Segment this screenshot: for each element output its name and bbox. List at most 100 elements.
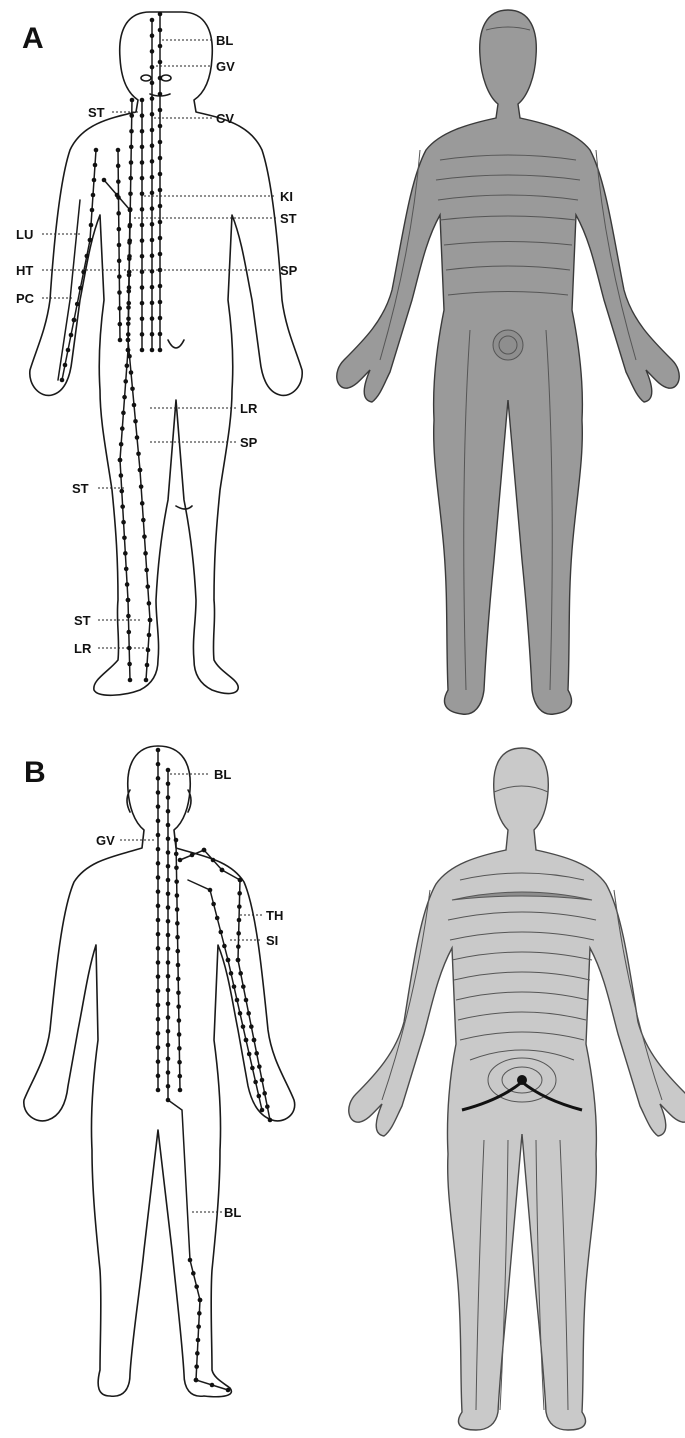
acupoint-dot xyxy=(115,193,120,198)
acupoint-dot xyxy=(226,1388,231,1393)
acupoint-dot xyxy=(158,348,163,353)
acupoint-dot xyxy=(132,403,137,408)
acupoint-dot xyxy=(89,223,94,228)
acupoint-dot xyxy=(166,878,171,883)
acupoint-dot xyxy=(140,129,145,134)
acupoint-dot xyxy=(150,191,155,196)
acupoint-dot xyxy=(128,678,133,683)
acupoint-dot xyxy=(150,33,155,38)
panel-b: B BL GV TH SI BL xyxy=(24,746,685,1430)
panel-b-letter: B xyxy=(24,756,46,789)
acupoint-dot xyxy=(126,289,131,294)
acupoint-dot xyxy=(150,348,155,353)
acupoint-dot xyxy=(140,254,145,259)
acupoint-dot xyxy=(194,1284,199,1289)
acupoint-dot xyxy=(140,160,145,165)
acupoint-dot xyxy=(124,567,129,572)
acupoint-dot xyxy=(94,148,99,153)
acupoint-dot xyxy=(140,348,145,353)
acupoint-dot xyxy=(150,206,155,211)
acupoint-dot xyxy=(237,891,242,896)
acupoint-dot xyxy=(194,1364,199,1369)
acupoint-dot xyxy=(150,175,155,180)
acupoint-dot xyxy=(158,140,163,145)
acupoint-dot xyxy=(166,864,171,869)
acupoint-dot xyxy=(254,1051,259,1056)
acupoint-dot xyxy=(119,489,124,494)
acupoint-dot xyxy=(156,1003,161,1008)
acupoint-dot xyxy=(166,1015,171,1020)
acupoint-dot xyxy=(121,411,126,416)
back-acupoints xyxy=(156,748,273,1393)
label-th: TH xyxy=(266,908,283,923)
acupoint-dot xyxy=(158,44,163,49)
acupoint-dot xyxy=(238,971,243,976)
acupoint-dot xyxy=(176,977,181,982)
acupoint-dot xyxy=(158,252,163,257)
acupoint-dot xyxy=(177,1074,182,1079)
acupoint-dot xyxy=(158,316,163,321)
label-sp-thigh: SP xyxy=(240,435,258,450)
acupoint-dot xyxy=(188,1258,193,1263)
acupoint-dot xyxy=(150,253,155,258)
acupoint-dot xyxy=(140,98,145,103)
label-bl: BL xyxy=(216,33,233,48)
acupoint-dot xyxy=(178,858,183,863)
acupoint-dot xyxy=(156,889,161,894)
acupoint-dot xyxy=(260,1078,265,1083)
acupoint-dot xyxy=(247,1052,252,1057)
acupoint-dot xyxy=(142,534,147,539)
acupoint-dot xyxy=(156,748,161,753)
acupoint-dot xyxy=(156,1017,161,1022)
acupoint-dot xyxy=(145,663,150,668)
acupoint-dot xyxy=(150,128,155,133)
acupoint-dot xyxy=(257,1094,262,1099)
acupoint-dot xyxy=(166,1029,171,1034)
acupoint-dot xyxy=(150,112,155,117)
acupoint-dot xyxy=(166,960,171,965)
back-labels: BL GV TH SI BL xyxy=(96,767,283,1220)
acupoint-dot xyxy=(127,256,132,261)
acupoint-dot xyxy=(166,1084,171,1089)
acupoint-dot xyxy=(175,893,180,898)
acupoint-dot xyxy=(140,207,145,212)
acupoint-dot xyxy=(148,618,153,623)
acupoint-dot xyxy=(158,60,163,65)
acupoint-dot xyxy=(158,124,163,129)
label-lr-ankle: LR xyxy=(74,641,92,656)
acupoint-dot xyxy=(244,1038,249,1043)
acupoint-dot xyxy=(120,504,125,509)
front-outline-figure xyxy=(30,12,302,695)
acupoint-dot xyxy=(238,878,243,883)
acupoint-dot xyxy=(177,1060,182,1065)
acupoint-dot xyxy=(229,971,234,976)
acupoint-dot xyxy=(147,633,152,638)
acupoint-dot xyxy=(156,861,161,866)
acupoint-dot xyxy=(215,916,220,921)
acupoint-dot xyxy=(166,1056,171,1061)
acupoint-dot xyxy=(125,582,130,587)
acupoint-dot xyxy=(150,65,155,70)
acupoint-dot xyxy=(88,238,93,243)
acupoint-dot xyxy=(147,601,152,606)
acupoint-dot xyxy=(150,49,155,54)
acupoint-dot xyxy=(175,907,180,912)
acupoint-dot xyxy=(268,1118,273,1123)
label-bl-leg: BL xyxy=(224,1205,241,1220)
acupoint-dot xyxy=(166,988,171,993)
label-si: SI xyxy=(266,933,278,948)
acupoint-dot xyxy=(211,858,216,863)
acupoint-dot xyxy=(158,300,163,305)
acupoint-dot xyxy=(116,179,121,184)
acupoint-dot xyxy=(140,501,145,506)
acupoint-dot xyxy=(249,1024,254,1029)
acupoint-dot xyxy=(136,451,141,456)
acupoint-dot xyxy=(166,836,171,841)
acupoint-dot xyxy=(236,931,241,936)
acupoint-dot xyxy=(210,1383,215,1388)
acupoint-dot xyxy=(176,1004,181,1009)
acupoint-dot xyxy=(140,316,145,321)
acupoint-dot xyxy=(156,960,161,965)
label-lr-thigh: LR xyxy=(240,401,258,416)
acupoint-dot xyxy=(246,1011,251,1016)
